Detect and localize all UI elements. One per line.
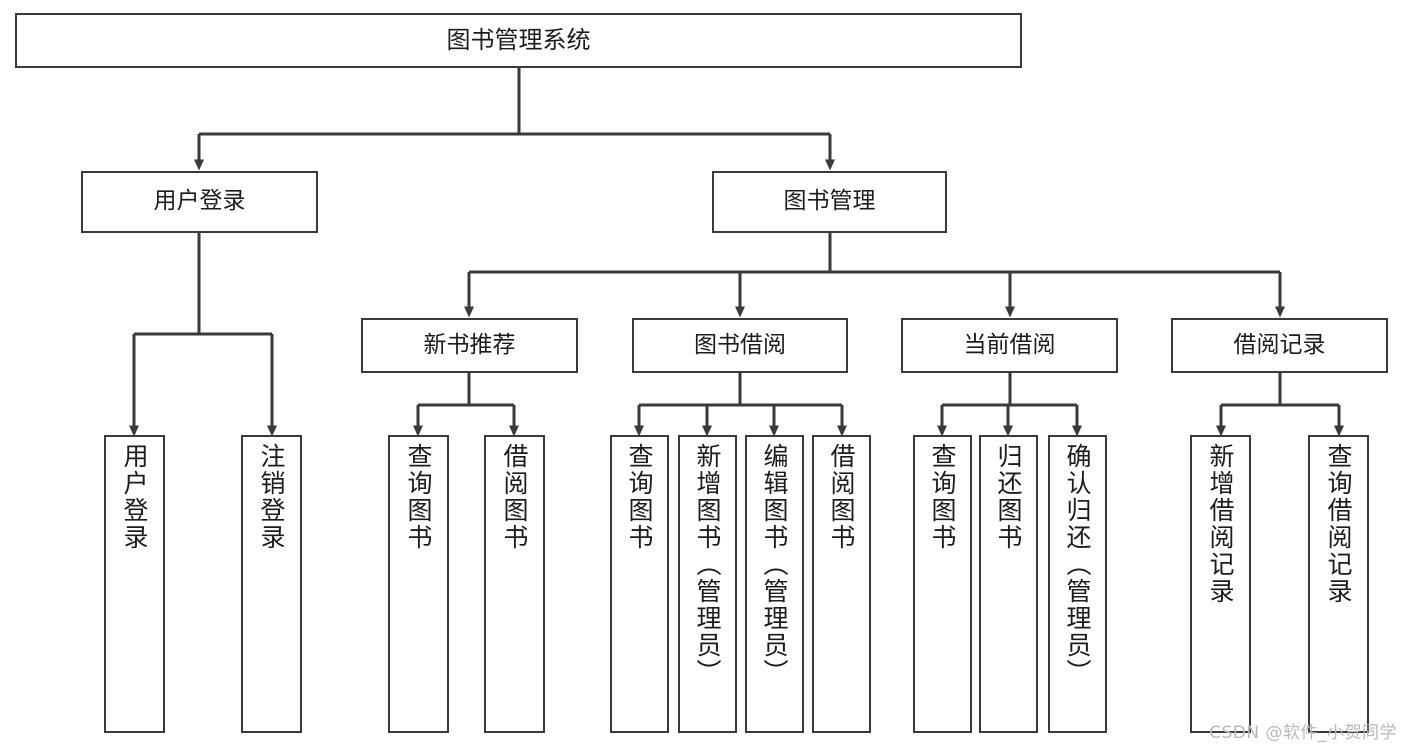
leaf-user-login-login[interactable]: 用户登录 xyxy=(104,435,165,733)
leaf-user-login-logout[interactable]: 注销登录 xyxy=(241,435,302,733)
node-label: 查询图书 xyxy=(404,443,433,551)
leaf-borrow-query-book[interactable]: 查询图书 xyxy=(610,435,669,733)
leaf-record-query-record[interactable]: 查询借阅记录 xyxy=(1308,435,1369,733)
node-new-book-recommend[interactable]: 新书推荐 xyxy=(361,318,578,373)
node-label: 归还图书 xyxy=(994,443,1023,551)
node-label: 用户登录 xyxy=(120,443,149,551)
node-label: 注销登录 xyxy=(257,443,286,551)
leaf-borrow-add-book-admin[interactable]: 新增图书（管理员） xyxy=(678,435,737,733)
leaf-current-return-book[interactable]: 归还图书 xyxy=(979,435,1038,733)
csdn-watermark: CSDN @软件_小贺同学 xyxy=(1209,723,1397,743)
node-label: 查询借阅记录 xyxy=(1324,443,1353,605)
node-label: 用户登录 xyxy=(153,188,246,215)
leaf-new-book-borrow[interactable]: 借阅图书 xyxy=(484,435,545,733)
leaf-current-confirm-return-admin[interactable]: 确认归还（管理员） xyxy=(1048,435,1107,733)
node-label: 新增图书（管理员） xyxy=(693,443,722,686)
node-label: 借阅记录 xyxy=(1233,331,1326,358)
node-label: 确认归还（管理员） xyxy=(1063,443,1092,686)
leaf-new-book-query[interactable]: 查询图书 xyxy=(388,435,449,733)
node-label: 新增借阅记录 xyxy=(1206,443,1235,605)
node-book-management[interactable]: 图书管理 xyxy=(712,171,947,233)
node-label: 图书管理系统 xyxy=(446,26,591,55)
node-label: 借阅图书 xyxy=(500,443,529,551)
node-current-borrow[interactable]: 当前借阅 xyxy=(901,318,1118,373)
node-book-borrow[interactable]: 图书借阅 xyxy=(632,318,848,373)
leaf-borrow-borrow-book[interactable]: 借阅图书 xyxy=(812,435,871,733)
node-label: 新书推荐 xyxy=(423,331,516,358)
node-label: 编辑图书（管理员） xyxy=(760,443,789,686)
leaf-borrow-edit-book-admin[interactable]: 编辑图书（管理员） xyxy=(745,435,804,733)
node-label: 图书管理 xyxy=(783,188,876,215)
leaf-record-add-record[interactable]: 新增借阅记录 xyxy=(1190,435,1251,733)
node-label: 查询图书 xyxy=(928,443,957,551)
node-root-book-management-system[interactable]: 图书管理系统 xyxy=(15,13,1022,68)
node-label: 查询图书 xyxy=(625,443,654,551)
node-label: 当前借阅 xyxy=(963,331,1056,358)
node-label: 借阅图书 xyxy=(827,443,856,551)
node-borrow-record[interactable]: 借阅记录 xyxy=(1171,318,1388,373)
node-label: 图书借阅 xyxy=(694,331,786,358)
leaf-current-query-book[interactable]: 查询图书 xyxy=(913,435,972,733)
node-user-login[interactable]: 用户登录 xyxy=(81,171,318,233)
